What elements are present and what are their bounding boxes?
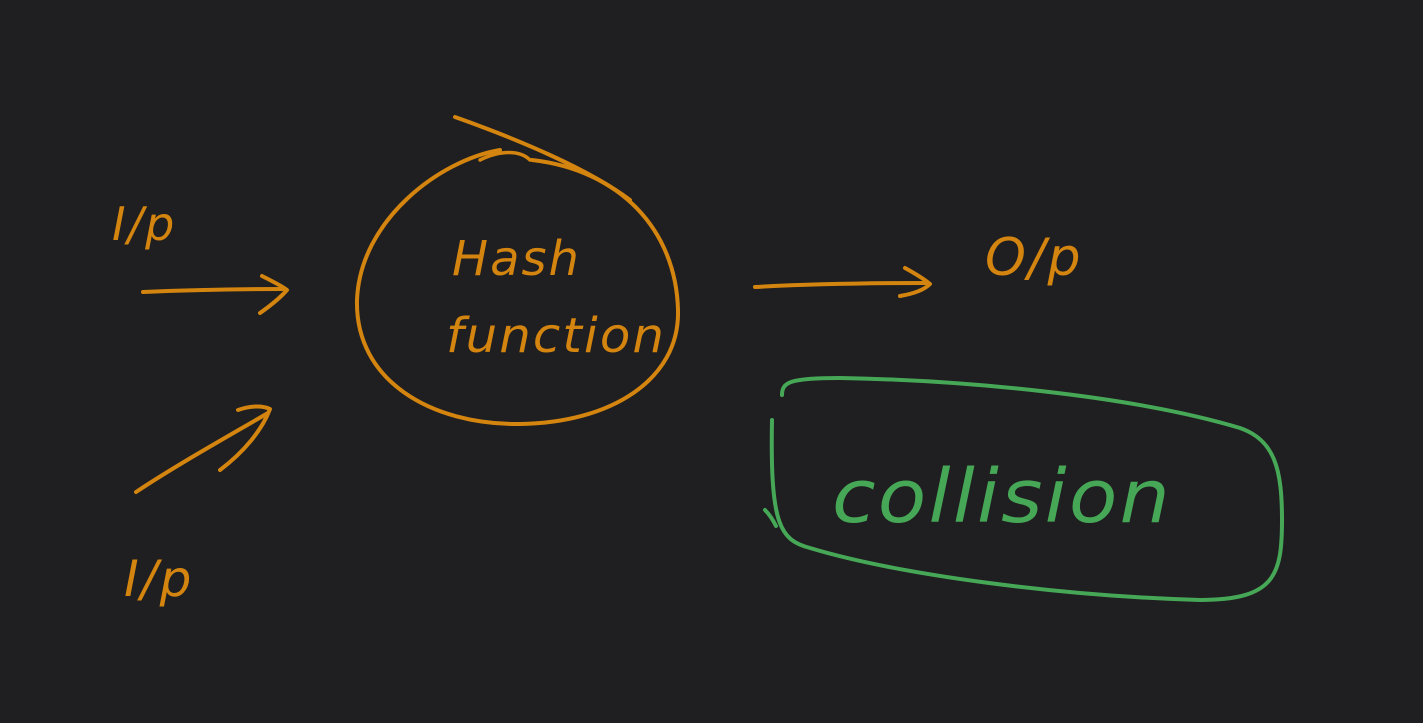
hash-function-label-line1: Hash — [452, 231, 581, 287]
collision-label: collision — [832, 454, 1172, 540]
input-label-top: I/p — [112, 197, 176, 251]
collision-box — [763, 376, 1284, 602]
input-arrow-bottom — [134, 404, 272, 494]
hash-function-circle — [354, 115, 681, 427]
output-arrow — [753, 266, 932, 298]
output-label: O/p — [985, 228, 1082, 288]
input-arrow-top — [141, 274, 289, 315]
hash-function-label-line2: function — [446, 308, 666, 364]
input-label-bottom: I/p — [124, 550, 193, 608]
